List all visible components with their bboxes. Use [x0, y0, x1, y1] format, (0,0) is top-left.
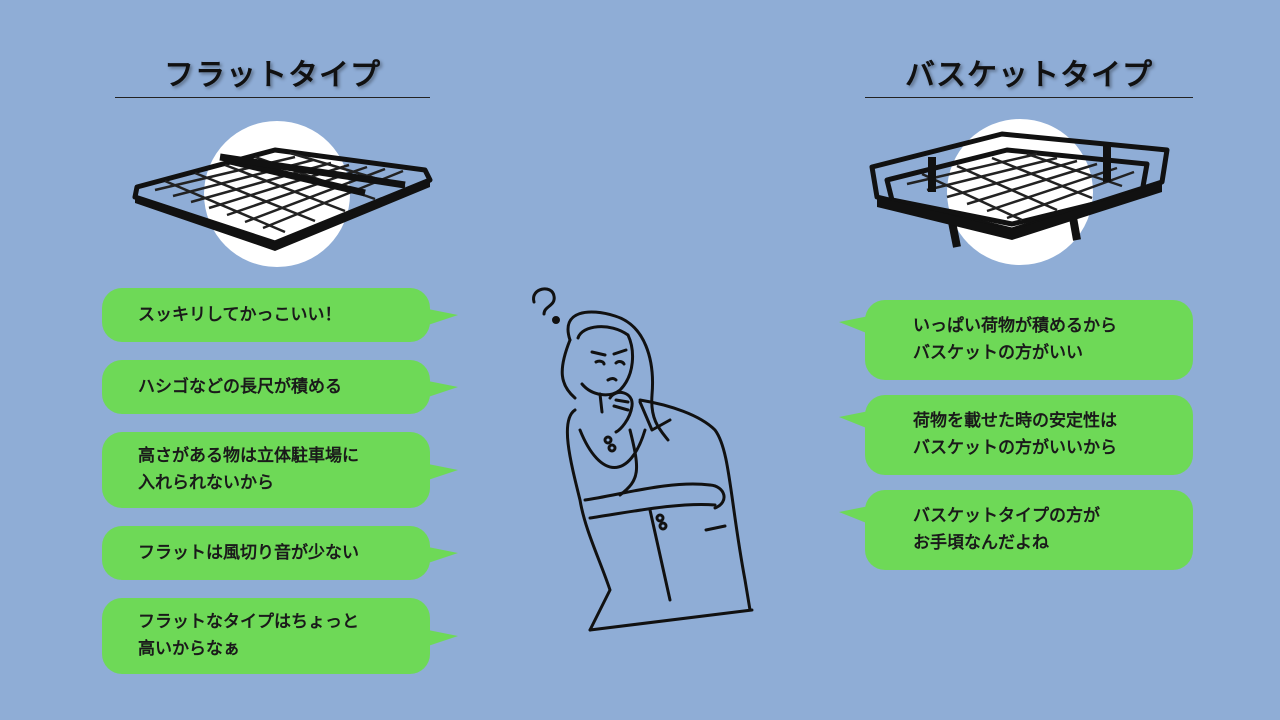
bubble-tail — [428, 630, 458, 646]
flat-comment-bubble-4: フラットは風切り音が少ない — [102, 526, 458, 580]
bubble-tail — [839, 316, 869, 334]
bubble-tail — [839, 411, 869, 429]
bubble-text: フラットは風切り音が少ない — [138, 542, 359, 563]
bubble-text: フラットなタイプはちょっと 高いからなぁ — [138, 612, 359, 659]
flat-type-underline — [115, 97, 430, 98]
flat-comment-bubble-3: 高さがある物は立体駐車場に 入れられないから — [102, 432, 458, 508]
basket-comment-bubble-1: いっぱい荷物が積めるから バスケットの方がいい — [839, 300, 1193, 380]
basket-comment-bubble-2: 荷物を載せた時の安定性は バスケットの方がいいから — [839, 395, 1193, 475]
basket-comment-bubble-3: バスケットタイプの方が お手頃なんだよね — [839, 490, 1193, 570]
basket-roof-rack-photo — [869, 119, 1170, 265]
basket-type-title: バスケットタイプ — [905, 58, 1153, 93]
flat-roof-rack-photo — [132, 121, 433, 267]
thinking-woman-illustration — [532, 287, 754, 632]
bubble-text: いっぱい荷物が積めるから バスケットの方がいい — [913, 316, 1117, 363]
bubble-tail — [428, 381, 458, 397]
flat-type-title: フラットタイプ — [164, 58, 381, 93]
flat-comment-bubble-1: スッキリしてかっこいい！ — [102, 288, 458, 342]
bubble-tail — [839, 506, 869, 524]
bubble-text: 高さがある物は立体駐車場に 入れられないから — [138, 446, 359, 493]
bubble-tail — [428, 309, 458, 325]
bubble-text: ハシゴなどの長尺が積める — [138, 376, 342, 397]
bubble-tail — [428, 464, 458, 480]
flat-comment-bubble-2: ハシゴなどの長尺が積める — [102, 360, 458, 414]
flat-comment-bubble-5: フラットなタイプはちょっと 高いからなぁ — [102, 598, 458, 674]
bubble-text: スッキリしてかっこいい！ — [138, 304, 342, 325]
bubble-tail — [428, 547, 458, 563]
bubble-text: 荷物を載せた時の安定性は バスケットの方がいいから — [913, 411, 1117, 458]
bubble-text: バスケットタイプの方が お手頃なんだよね — [913, 506, 1100, 553]
basket-type-underline — [865, 97, 1193, 98]
